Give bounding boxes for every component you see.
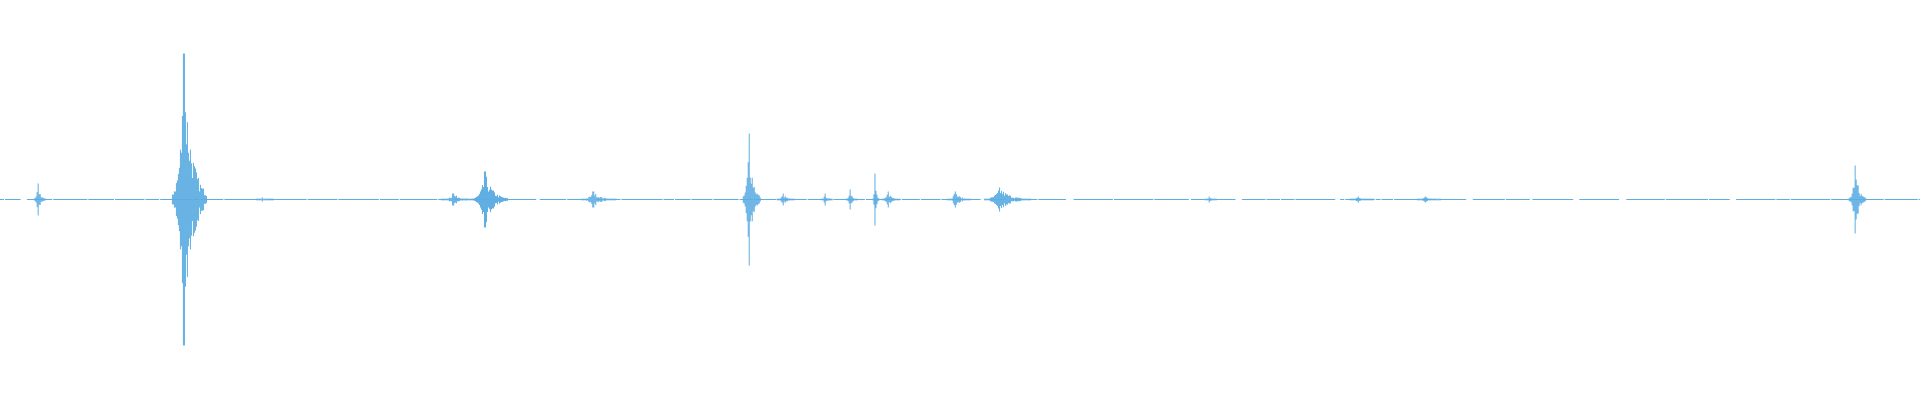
waveform-peak xyxy=(581,191,617,208)
waveform-peak xyxy=(845,189,858,210)
waveform-peak xyxy=(33,183,46,216)
waveform-peak xyxy=(1416,196,1441,203)
waveform-peak xyxy=(776,193,795,206)
waveform-peak xyxy=(1349,196,1374,203)
waveform-peak xyxy=(472,171,508,228)
waveform-peak xyxy=(872,173,880,226)
waveform-peak xyxy=(881,191,900,208)
waveform-peak xyxy=(1204,196,1217,203)
waveform-peak xyxy=(984,187,1032,212)
waveform-peak xyxy=(1848,165,1867,234)
waveform-peak xyxy=(441,193,477,206)
waveform-peak xyxy=(820,193,833,206)
waveform-peak xyxy=(255,197,274,202)
waveform-peak xyxy=(742,133,761,266)
waveform-peak xyxy=(946,191,971,208)
waveform-peak xyxy=(171,53,207,346)
